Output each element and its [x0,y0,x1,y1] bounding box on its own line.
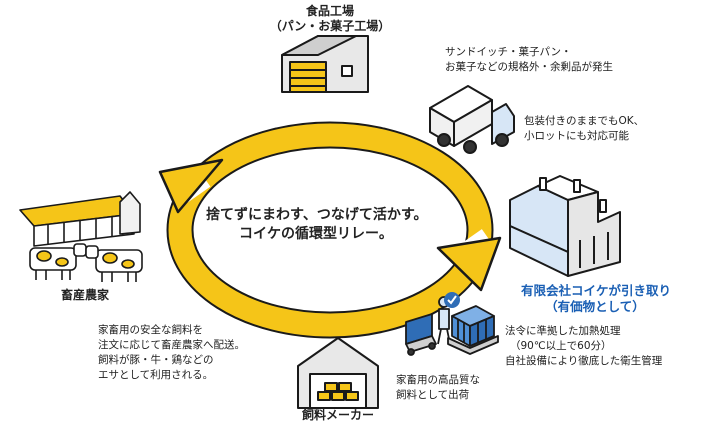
check-badge-icon [444,292,460,308]
koike-factory-icon [509,175,621,277]
warehouse-icon [281,35,369,93]
packaging-note-line1: 包装付きのままでもOK、 [524,115,645,127]
feed-maker-title: 飼料メーカー [301,408,374,422]
factory-subtitle: （パン・お菓子工場） [269,19,391,33]
packaging-note-line2: 小ロットにも対応可能 [524,130,629,142]
surplus-note-line1: サンドイッチ・菓子パン・ [445,46,572,58]
barn-icon [19,191,141,247]
heat-note-line2: （90℃以上で60分） [510,340,612,352]
delivery-note-line3: 飼料が豚・牛・鶏などの [98,354,214,366]
heat-note-line3: 自社設備により徹底した衛生管理 [505,355,663,367]
shipping-note-line2: 飼料として出荷 [396,389,470,401]
cow-icon [29,243,87,280]
farmer-title: 畜産農家 [60,288,109,302]
heat-note-line1: 法令に準拠した加熱処理 [505,325,621,337]
koike-title: 有限会社コイケが引き取り [520,283,671,298]
cow-icon [85,245,143,282]
truck-icon [429,85,515,154]
surplus-note-line2: お菓子などの規格外・余剰品が発生 [445,61,613,73]
cycle-arrow [159,121,505,339]
center-message-line1: 捨てずにまわす、つなげて活かす。 [206,207,428,223]
arrow-head-right [436,236,502,292]
arrow-head-left [158,158,224,214]
center-message-line2: コイケの循環型リレー。 [239,226,393,242]
delivery-note-line2: 注文に応じて畜産農家へ配送。 [98,339,245,351]
koike-subtitle: （有価物として） [545,299,645,314]
delivery-note-line1: 家畜用の安全な飼料を [98,324,203,336]
feed-maker-building-icon [297,337,379,409]
forklift-worker-icon [405,296,499,356]
factory-title: 食品工場 [305,4,354,18]
delivery-note-line4: エサとして利用される。 [98,369,214,381]
shipping-note-line1: 家畜用の高品質な [396,374,480,386]
